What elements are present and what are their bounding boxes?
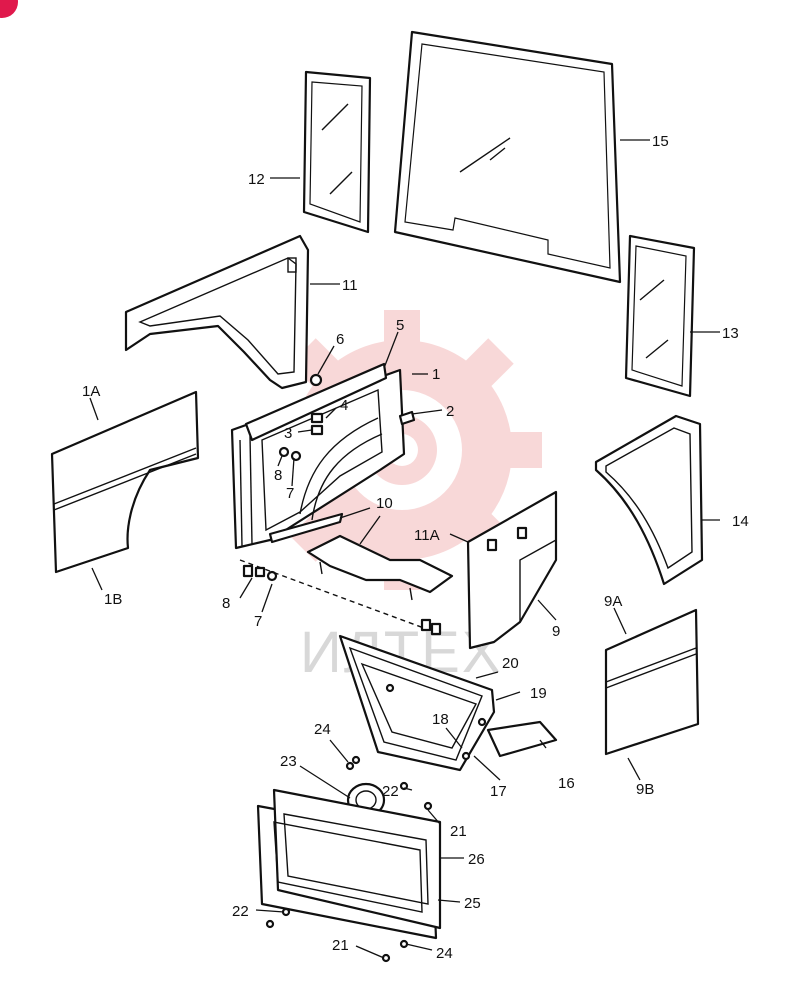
callout-17: 17 (490, 783, 507, 800)
callout-2: 2 (446, 403, 454, 420)
callout-9: 9 (552, 623, 560, 640)
callout-5: 5 (396, 317, 404, 334)
callout-11a: 11A (414, 527, 440, 544)
hardware-cluster-lower (242, 564, 442, 636)
callout-11: 11 (342, 277, 358, 294)
callout-21a: 21 (450, 823, 467, 840)
callout-3: 3 (284, 425, 292, 442)
callout-15: 15 (652, 133, 669, 150)
part-12-window (302, 70, 372, 234)
part-15-windshield (393, 30, 622, 284)
part-10-bracket (306, 534, 454, 601)
leader-lines (89, 139, 720, 959)
hardware-cluster-upper (278, 373, 416, 462)
part-25-26-lower-frame (256, 788, 442, 940)
callout-10: 10 (376, 495, 393, 512)
screws (265, 683, 487, 963)
callout-7b: 7 (254, 613, 262, 630)
callout-23: 23 (280, 753, 297, 770)
part-9a-9b-panel (604, 608, 700, 756)
callout-1a: 1A (82, 383, 100, 400)
part-1a-1b-panel (50, 390, 200, 574)
callout-14: 14 (732, 513, 749, 530)
callout-24a: 24 (314, 721, 331, 738)
callout-1: 1 (432, 366, 440, 383)
callout-12: 12 (248, 171, 265, 188)
callout-21b: 21 (332, 937, 349, 954)
callout-22a: 22 (382, 783, 399, 800)
callout-1b: 1B (104, 591, 122, 608)
callout-24b: 24 (436, 945, 453, 962)
part-14-door-panel (594, 414, 704, 586)
callout-8b: 8 (222, 595, 230, 612)
part-19-20-door-frame (338, 634, 496, 772)
callout-16: 16 (558, 775, 575, 792)
callout-22b: 22 (232, 903, 249, 920)
part-13-window (624, 234, 696, 398)
callout-13: 13 (722, 325, 739, 342)
part-16-bracket (486, 720, 558, 758)
callout-6: 6 (336, 331, 344, 348)
part-1-side-frame (230, 362, 406, 550)
callout-26: 26 (468, 851, 485, 868)
callout-4: 4 (340, 397, 348, 414)
callout-19: 19 (530, 685, 547, 702)
part-9-lower-panel (466, 490, 558, 650)
callout-7a: 7 (286, 485, 294, 502)
callout-18: 18 (432, 711, 449, 728)
part-11-door-panel (124, 234, 310, 390)
callout-9a: 9A (604, 593, 622, 610)
callout-labels: 1 2 3 4 5 6 7 8 10 11A 9 14 13 15 11 12 … (82, 133, 749, 962)
callout-25: 25 (464, 895, 481, 912)
corner-badge (0, 0, 18, 18)
callout-9b: 9B (636, 781, 654, 798)
callout-8a: 8 (274, 467, 282, 484)
callout-20: 20 (502, 655, 519, 672)
